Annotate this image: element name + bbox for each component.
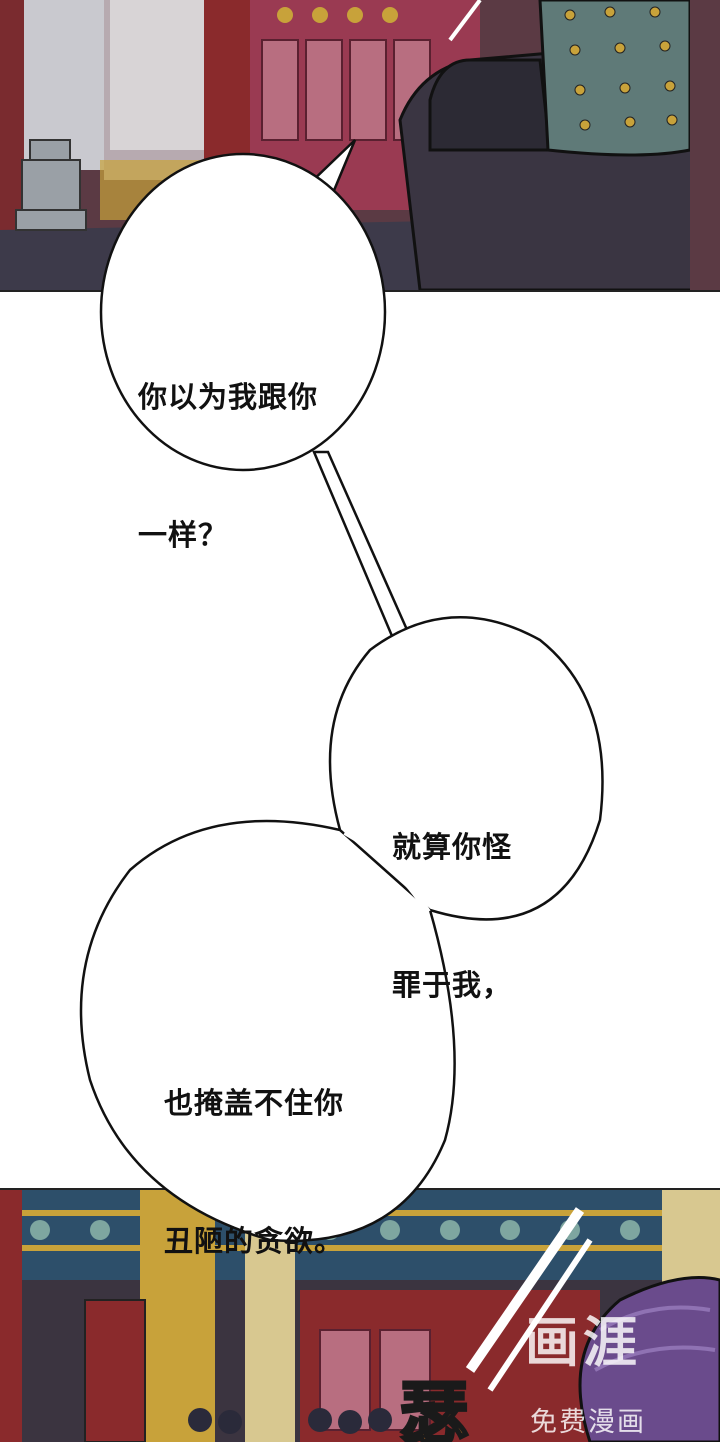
bubble-connector [312,450,410,638]
bubble-1-line-1: 你以为我跟你 [138,380,319,414]
bubble-2-line-1: 就算你怪 [392,830,513,864]
bubble-1-shape [99,152,387,472]
bubble-2-text: 就算你怪 罪于我， [392,732,512,1054]
bubble-2-shape [328,616,604,921]
bubble-2-line-2: 罪于我， [392,968,513,1002]
watermark-tagline: 免费漫画 [530,1407,646,1438]
bubble-3-line-1: 也掩盖不住你 [164,1086,345,1120]
bottom-panel-illustration: 瑟 画涯 免费漫画 [0,1188,720,1442]
bubble-3-line-2: 丑陋的贪欲。 [164,1224,345,1258]
palace-hall-art [0,1190,720,1442]
bubble-1-text: 你以为我跟你 一样？ [138,282,318,604]
sound-effect-text: 瑟 [398,1374,469,1442]
watermark-logo: 画涯 [525,1311,641,1374]
bubble-3-text: 也掩盖不住你 丑陋的贪欲。 [164,988,344,1310]
bubble-1-line-2: 一样？ [138,518,229,552]
bubble-3-shape [79,819,456,1243]
bubble-seam [343,829,431,914]
